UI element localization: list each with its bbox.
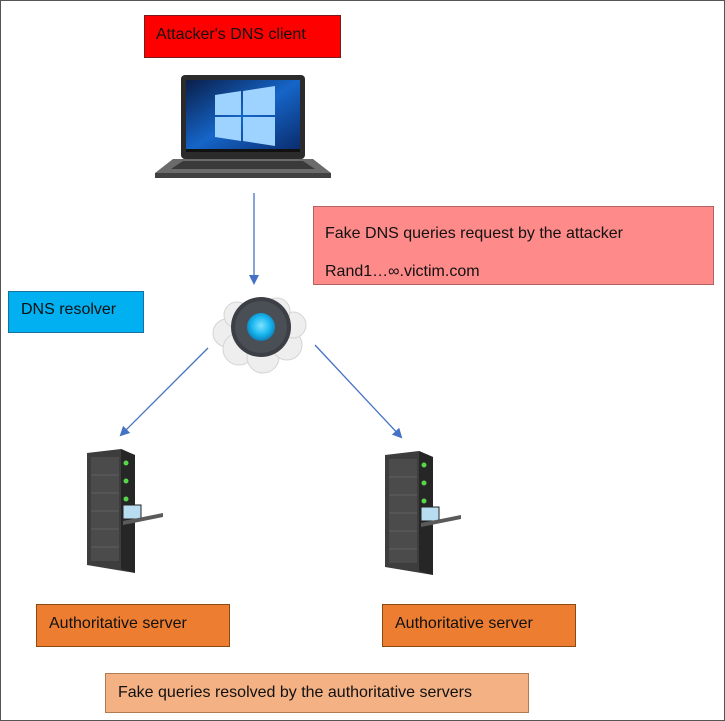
fake-queries-resolved-label: Fake queries resolved by the authoritati… [105, 673, 529, 713]
arrow-resolver-to-left-server [119, 347, 209, 437]
dns-resolver-cloud-icon [212, 297, 307, 374]
arrow-resolver-to-right-server [314, 344, 403, 439]
fake-dns-queries-text: Fake DNS queries request by the attacker [325, 225, 623, 242]
laptop-icon [155, 75, 331, 178]
dns-resolver-label: DNS resolver [8, 291, 144, 333]
server-rack-icon-left [87, 449, 163, 573]
server-rack-icon-right [385, 451, 461, 575]
attacker-dns-client-label: Attacker's DNS client [144, 15, 341, 58]
victim-domain-text: Rand1…∞.victim.com [325, 263, 480, 280]
fake-dns-queries-box: Fake DNS queries request by the attacker… [313, 206, 714, 285]
authoritative-server-label-left: Authoritative server [36, 604, 230, 647]
authoritative-server-label-right: Authoritative server [382, 604, 576, 647]
